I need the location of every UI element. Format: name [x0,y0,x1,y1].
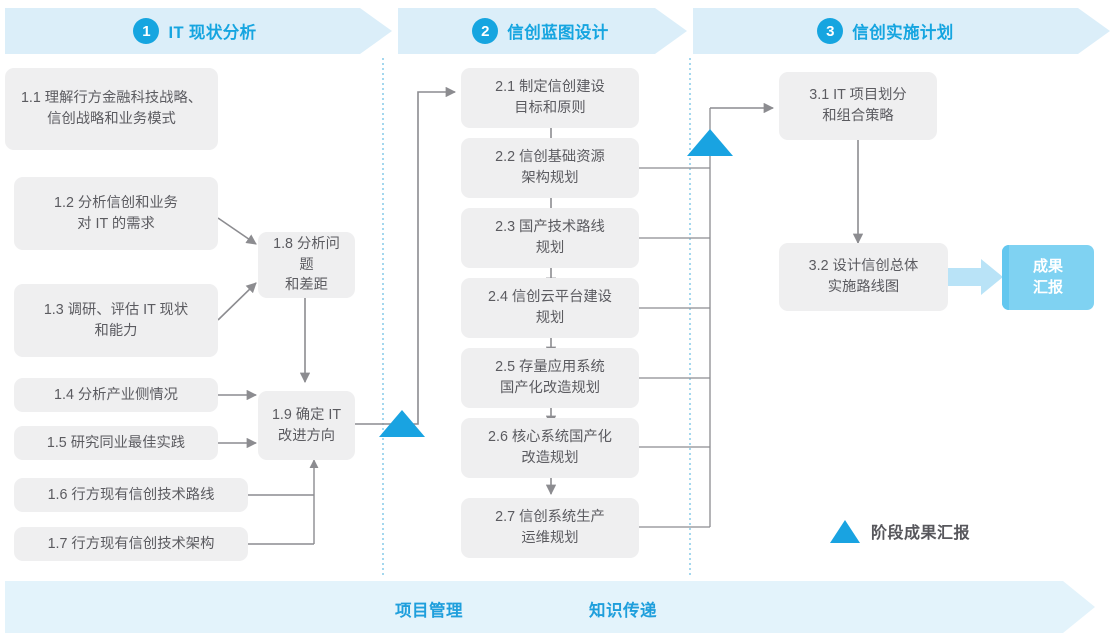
footer-item-project-management[interactable]: 项目管理 [395,602,463,620]
task-box-1-2[interactable]: 1.2 分析信创和业务对 IT 的需求 [14,177,218,250]
edge-3-2-to-result [948,259,1003,295]
task-box-1-1[interactable]: 1.1 理解行方金融科技战略、信创战略和业务模式 [5,68,218,150]
task-box-1-4[interactable]: 1.4 分析产业侧情况 [14,378,218,412]
task-box-2-6[interactable]: 2.6 核心系统国产化改造规划 [461,418,639,478]
task-box-1-6[interactable]: 1.6 行方现有信创技术路线 [14,478,248,512]
result-report-label: 成果汇报 [1032,258,1063,296]
phase-header-1[interactable]: 1 IT 现状分析 [5,6,385,56]
task-box-2-7[interactable]: 2.7 信创系统生产运维规划 [461,498,639,558]
task-box-1-8[interactable]: 1.8 分析问题和差距 [258,232,355,298]
task-box-2-2[interactable]: 2.2 信创基础资源架构规划 [461,138,639,198]
phase-title-3: 信创实施计划 [852,24,954,42]
legend-label: 阶段成果汇报 [871,525,971,542]
edge-1-3-to-1-8 [217,282,257,321]
phase-number-1: 1 [133,18,160,44]
milestone-marker-phase1 [379,410,425,437]
phase-header-2[interactable]: 2 信创蓝图设计 [398,6,683,56]
task-box-1-5[interactable]: 1.5 研究同业最佳实践 [14,426,218,460]
milestone-marker-phase2 [687,129,733,156]
task-box-3-2[interactable]: 3.2 设计信创总体实施路线图 [779,243,948,311]
task-box-2-5[interactable]: 2.5 存量应用系统国产化改造规划 [461,348,639,408]
phase-number-3: 3 [817,18,844,44]
edge-1-2-to-1-8 [217,217,257,245]
footer-item-knowledge-transfer[interactable]: 知识传递 [589,602,657,620]
task-box-3-1[interactable]: 3.1 IT 项目划分和组合策略 [779,72,937,140]
result-report-chip[interactable]: 成果汇报 [1002,245,1094,310]
phase-title-2: 信创蓝图设计 [507,24,609,42]
footer-band [5,581,1095,633]
task-box-1-7[interactable]: 1.7 行方现有信创技术架构 [14,527,248,561]
phase-number-2: 2 [472,18,499,44]
task-box-1-3[interactable]: 1.3 调研、评估 IT 现状和能力 [14,284,218,357]
edge-1-9-to-2-1 [355,86,457,425]
milestone-triangle-icon [830,519,860,543]
task-box-2-4[interactable]: 2.4 信创云平台建设规划 [461,278,639,338]
phase-header-3[interactable]: 3 信创实施计划 [693,6,1078,56]
phase-title-1: IT 现状分析 [168,24,257,42]
legend: 阶段成果汇报 [830,519,970,543]
chip-accent-edge [1002,245,1009,310]
task-box-2-3[interactable]: 2.3 国产技术路线规划 [461,208,639,268]
task-box-2-1[interactable]: 2.1 制定信创建设目标和原则 [461,68,639,128]
